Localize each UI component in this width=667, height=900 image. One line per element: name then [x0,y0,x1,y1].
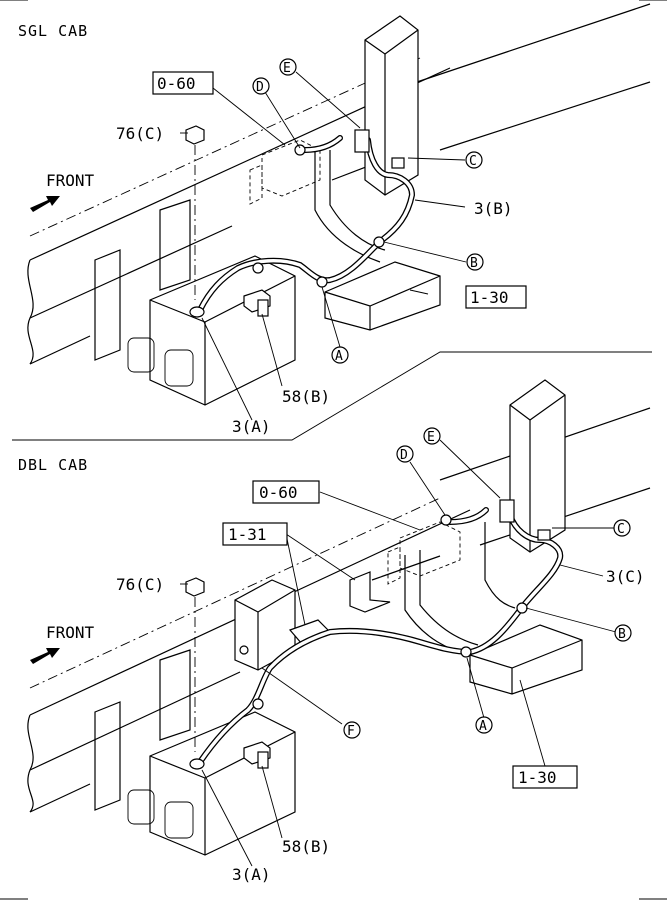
dbl-callout-b-text: B [618,627,626,642]
dbl-callout-e [423,427,441,445]
sgl-nut-icon [185,125,205,145]
dbl-housing [387,521,461,585]
sgl-callout-e-text: E [283,61,291,76]
dbl-box-1-31 [222,522,288,546]
dbl-callout-e-text: E [427,430,435,445]
sgl-callout-c-text: C [469,154,477,169]
sgl-callout-b [466,253,484,271]
sgl-housing [249,139,321,205]
sgl-nut-bolt [185,125,271,318]
dbl-box-1-30 [512,765,578,789]
dbl-callout-d-text: D [400,448,408,463]
sgl-label-bolt: 58(B) [282,387,330,406]
dbl-label-nut: 76(C) [116,575,164,594]
dbl-leaders [180,439,617,867]
sgl-label-1-30: 1-30 [470,288,509,307]
dbl-box-0-60 [252,480,320,504]
sgl-leaders [180,71,467,421]
dbl-left-bracket [234,571,391,671]
dbl-callout-a [475,716,493,734]
dbl-callout-b [614,624,632,642]
dbl-label-pipe-a: 3(A) [232,865,271,884]
dbl-cab-view: DBL CAB [18,379,651,884]
sgl-front-arrow-icon [30,196,60,212]
dbl-callout-f [343,721,361,739]
sgl-upright-bracket [314,15,419,263]
dbl-label-1-31: 1-31 [228,525,267,544]
sgl-box-0-60 [152,71,214,95]
dbl-callout-c [613,519,631,537]
sgl-box-1-30 [465,285,527,309]
sgl-label-pipe-b: 3(B) [474,199,513,218]
dbl-callout-d [396,445,414,463]
sgl-cab-title: SGL CAB [18,22,88,40]
sgl-label-nut: 76(C) [116,124,164,143]
sgl-label-pipe-a: 3(A) [232,417,271,436]
dbl-step-plate [469,624,583,695]
sgl-callout-c [465,151,483,169]
sgl-cab-view: SGL CAB [18,3,651,436]
section-divider [12,351,652,441]
sgl-label-0-60: 0-60 [157,74,196,93]
dbl-callout-a-text: A [479,719,487,734]
dbl-nut-bolt [185,577,271,770]
dbl-upright-bracket [404,379,566,656]
sgl-callout-b-text: B [470,256,478,271]
dbl-label-1-30: 1-30 [518,768,557,787]
dbl-callout-f-text: F [347,724,355,739]
dbl-label-bolt: 58(B) [282,837,330,856]
dbl-front-label: FRONT [46,623,95,642]
sgl-callout-e [279,58,297,76]
dbl-callout-c-text: C [617,522,625,537]
sgl-brake-pipe [197,129,415,313]
sgl-callout-d [252,77,270,95]
dbl-front-arrow-icon [30,648,60,664]
sgl-callout-d-text: D [256,80,264,95]
dbl-cab-title: DBL CAB [18,456,88,474]
sgl-callout-a [331,346,349,364]
sgl-front-label: FRONT [46,171,95,190]
dbl-nut-icon [185,577,205,597]
dbl-label-pipe-c: 3(C) [606,567,645,586]
dbl-label-0-60: 0-60 [259,483,298,502]
sgl-callout-a-text: A [335,349,343,364]
sgl-step-plate [324,261,441,331]
